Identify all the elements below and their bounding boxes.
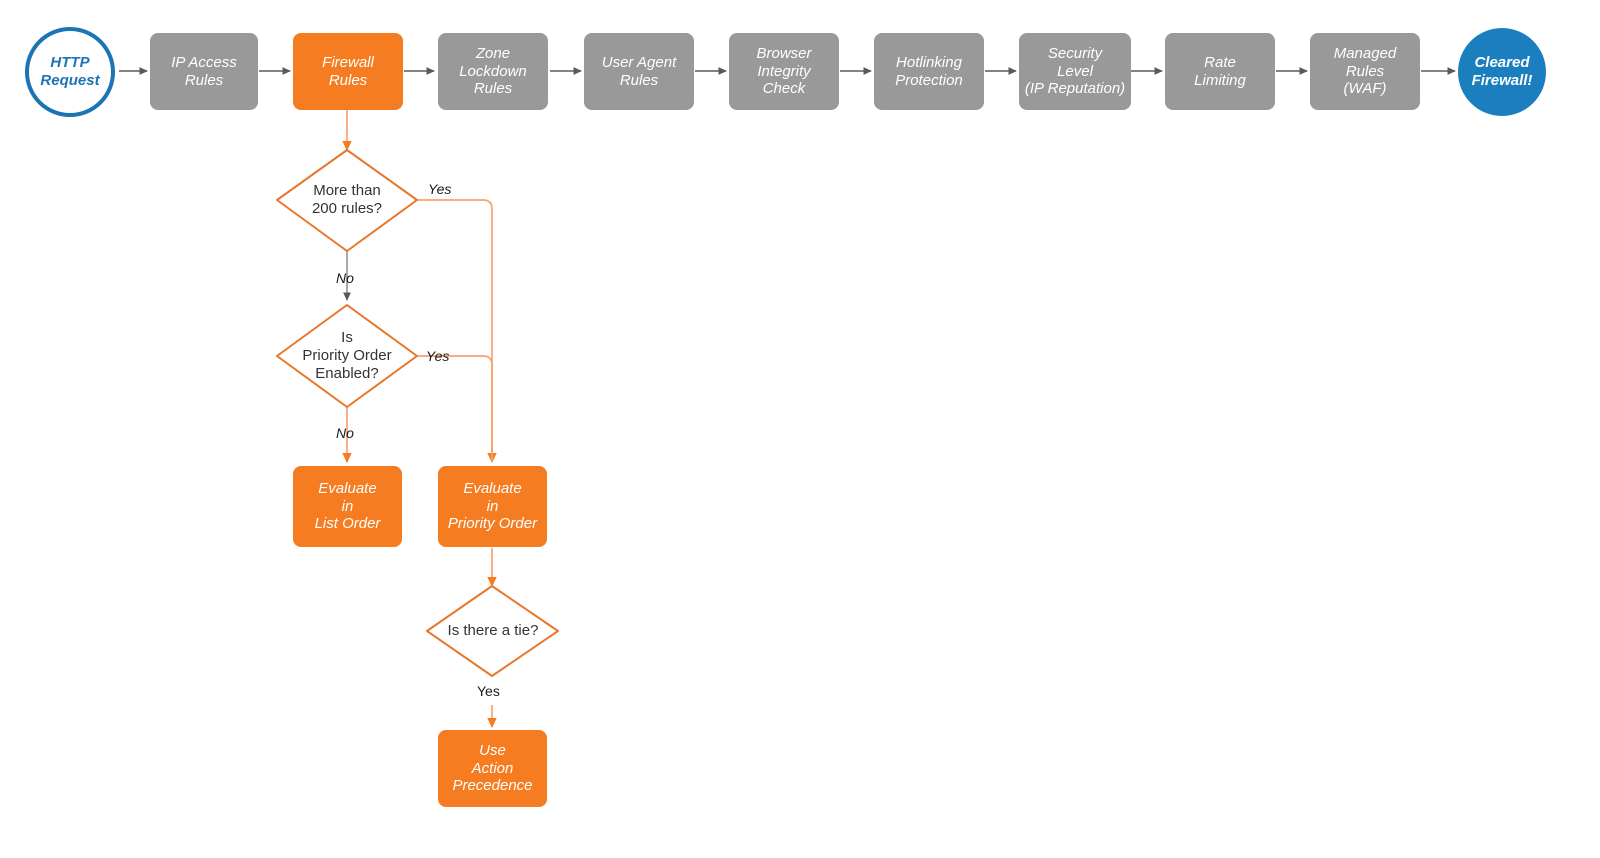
edge-label-yes-more-than-200: Yes: [428, 181, 452, 197]
edge-label-yes-priority-order: Yes: [426, 348, 450, 364]
node-evaluate-in-priority-order[interactable]: Evaluate in Priority Order: [438, 466, 547, 547]
edge-label-no-more-than-200: No: [336, 270, 354, 286]
node-http-request[interactable]: HTTP Request: [25, 27, 115, 117]
label-decision-more-than-200-rules[interactable]: More than 200 rules?: [311, 182, 383, 217]
node-rate-limiting[interactable]: Rate Limiting: [1165, 33, 1275, 110]
node-zone-lockdown-rules[interactable]: Zone Lockdown Rules: [438, 33, 548, 110]
node-evaluate-in-list-order[interactable]: Evaluate in List Order: [293, 466, 402, 547]
node-managed-rules-waf[interactable]: Managed Rules (WAF): [1310, 33, 1420, 110]
path-priority-yes: [417, 355, 493, 462]
edge-label-yes-tie: Yes: [477, 683, 500, 699]
node-user-agent-rules[interactable]: User Agent Rules: [584, 33, 694, 110]
decision-outlines: [276, 149, 559, 677]
edge-label-no-priority-order: No: [336, 425, 354, 441]
label-decision-is-priority-order[interactable]: Is Priority Order Enabled?: [302, 329, 392, 382]
node-security-level[interactable]: Security Level (IP Reputation): [1019, 33, 1131, 110]
node-use-action-precedence[interactable]: Use Action Precedence: [438, 730, 547, 807]
node-browser-integrity-check[interactable]: Browser Integrity Check: [729, 33, 839, 110]
node-cleared-firewall[interactable]: Cleared Firewall!: [1458, 28, 1546, 116]
node-ip-access-rules[interactable]: IP Access Rules: [150, 33, 258, 110]
path-decision200-yes: [417, 199, 497, 463]
node-firewall-rules[interactable]: Firewall Rules: [293, 33, 403, 110]
node-hotlinking-protection[interactable]: Hotlinking Protection: [874, 33, 984, 110]
label-decision-is-there-a-tie[interactable]: Is there a tie?: [447, 622, 539, 639]
